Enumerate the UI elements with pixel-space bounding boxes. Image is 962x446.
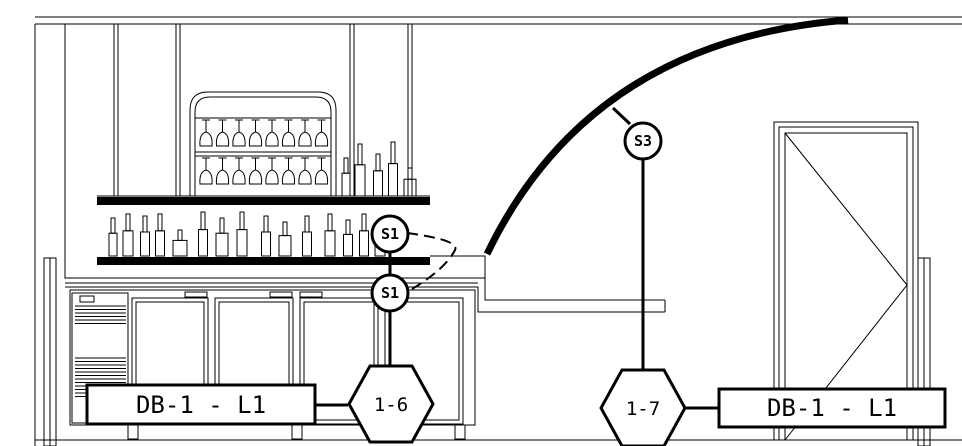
svg-text:DB-1 - L1: DB-1 - L1 [136, 391, 266, 419]
bottle [403, 167, 417, 197]
bottle [215, 217, 229, 257]
bottle [343, 219, 353, 257]
svg-text:S1: S1 [381, 284, 399, 302]
bottle [278, 221, 292, 257]
door-swing-arc [483, 16, 849, 256]
bottle [324, 213, 336, 257]
wine-glass [248, 157, 263, 185]
switch-tag-s3: S3 [623, 121, 663, 161]
glass-rack-cabinet [189, 91, 337, 196]
wine-glass [265, 119, 279, 147]
counter-top [64, 255, 666, 313]
switch-tag-s1-lower: S1 [370, 273, 410, 313]
wine-glass [298, 157, 312, 185]
wine-glass [314, 119, 329, 147]
bottle [261, 215, 271, 257]
wine-glass [281, 157, 296, 185]
bottle [122, 213, 134, 257]
left-end-panel [43, 257, 57, 446]
wiring [316, 106, 718, 410]
wine-glass [314, 157, 329, 185]
door-elevation [773, 121, 931, 446]
bottle [155, 213, 165, 257]
bottle [108, 217, 118, 257]
circuit-hex-left: 1-6 [347, 364, 435, 444]
panel-label-right: DB-1 - L1 [717, 387, 947, 429]
wine-glass [265, 157, 279, 185]
svg-text:1-6: 1-6 [374, 394, 408, 416]
svg-text:S3: S3 [634, 132, 652, 150]
wall-columns [34, 24, 413, 446]
bottle [302, 215, 312, 257]
bottle [354, 143, 366, 197]
wine-glass [232, 119, 246, 147]
bottle [198, 211, 208, 257]
wine-glass [199, 119, 213, 147]
svg-text:DB-1 - L1: DB-1 - L1 [767, 394, 897, 422]
bottles-middle [108, 211, 386, 257]
wine-glass [232, 157, 246, 185]
switch-link-dashed [406, 232, 457, 293]
lower-shelf [97, 257, 430, 265]
svg-text:1-7: 1-7 [626, 398, 660, 420]
bottle [172, 229, 188, 257]
panel-label-left: DB-1 - L1 [85, 383, 317, 426]
wine-glasses-row [199, 119, 329, 147]
circuit-hex-right: 1-7 [599, 368, 687, 446]
upper-shelf [97, 195, 430, 205]
bottle [236, 211, 248, 257]
wine-glass [215, 119, 230, 147]
svg-text:S1: S1 [381, 225, 399, 243]
bottle [140, 215, 150, 257]
wine-glass [281, 119, 296, 147]
wine-glass [215, 157, 230, 185]
bottle [359, 213, 369, 257]
wine-glass [248, 119, 263, 147]
bottles-upper [341, 141, 417, 197]
wine-glass [199, 157, 213, 185]
bottle [373, 153, 383, 197]
switch-tag-s1-upper: S1 [370, 214, 410, 254]
bottle [388, 141, 398, 197]
wine-glass [298, 119, 312, 147]
vent-grille [75, 305, 126, 324]
wine-glasses-row [199, 157, 329, 185]
bottle [341, 157, 351, 197]
